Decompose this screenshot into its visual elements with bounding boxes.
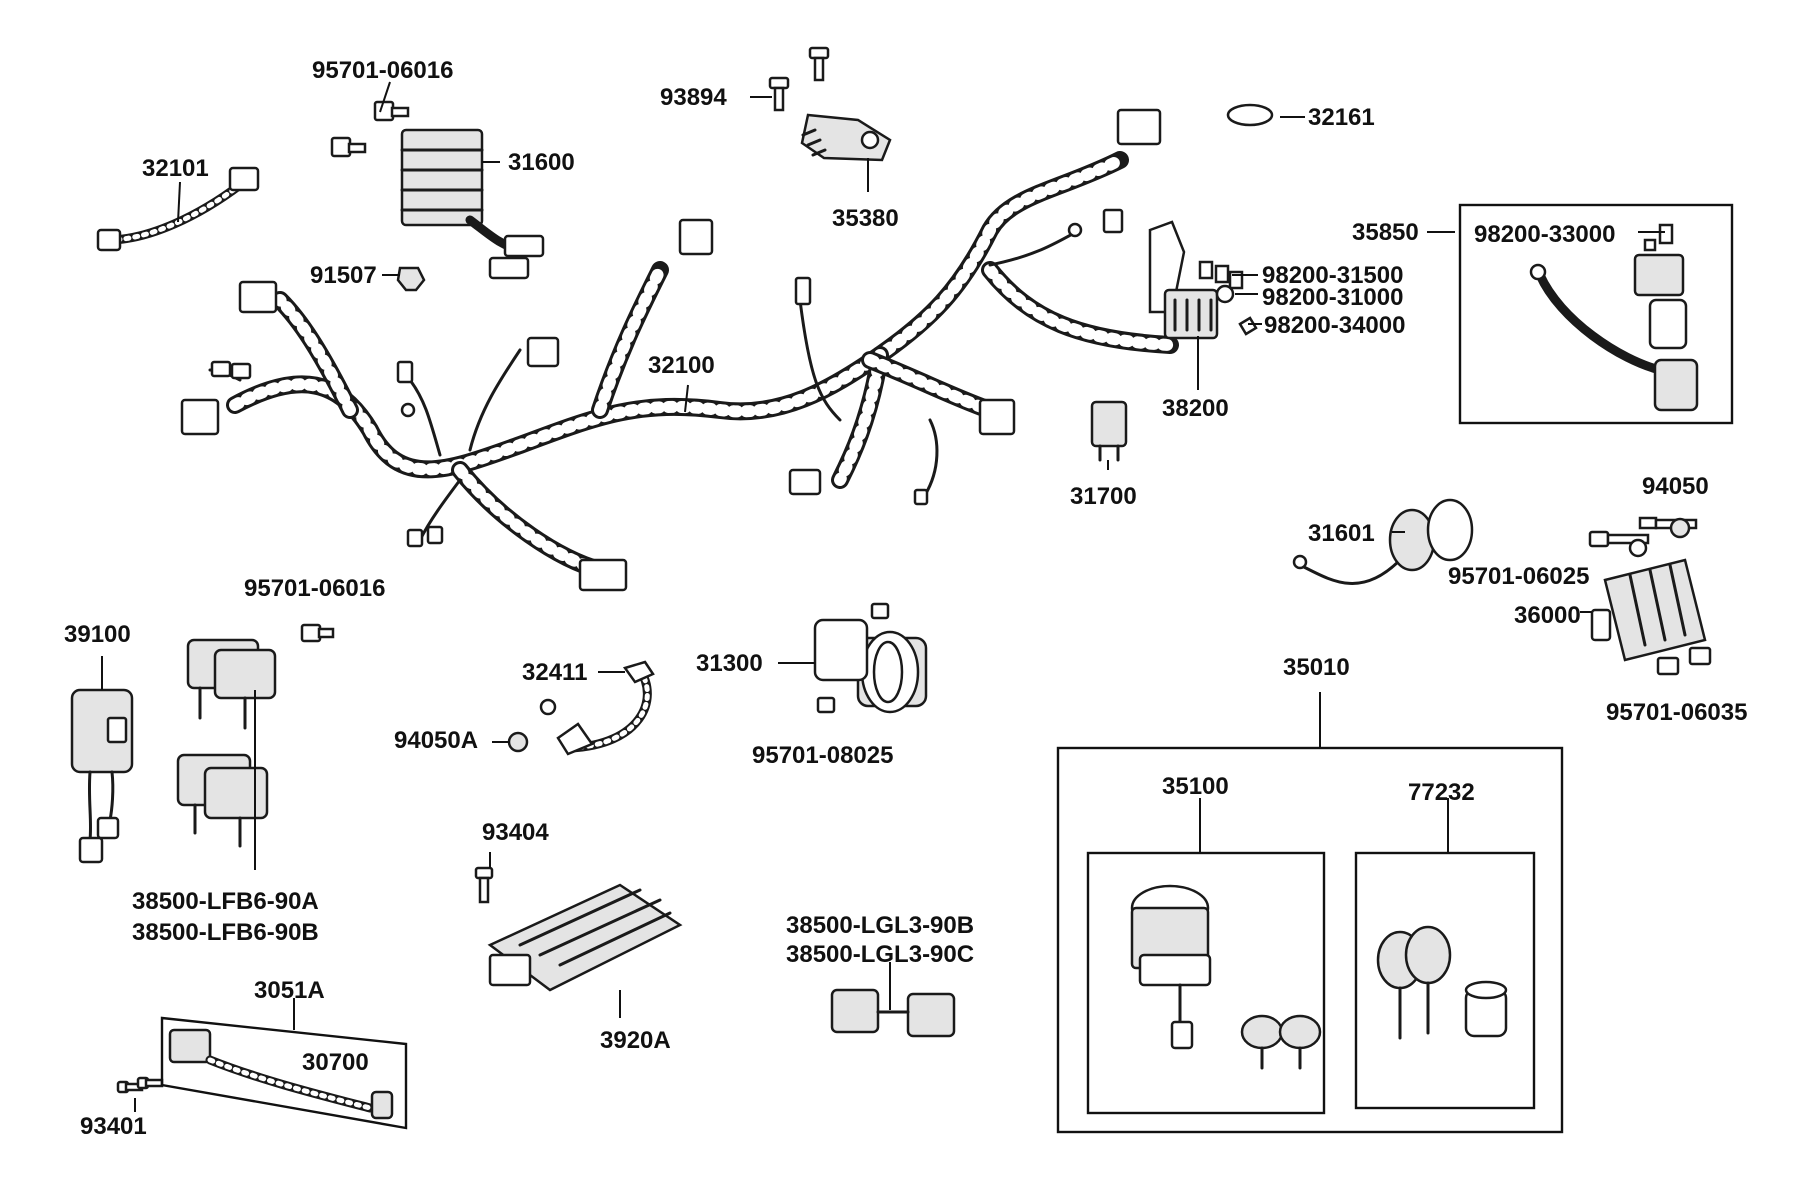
- sensor-30700: [168, 1028, 394, 1120]
- label-77232: 77232: [1408, 779, 1475, 806]
- starter-relay-35850: [1529, 223, 1699, 412]
- switch-31601: [1292, 498, 1474, 585]
- label-38500-LFB6-90B: 38500-LFB6-90B: [132, 919, 319, 946]
- regulator-31600: [400, 128, 545, 280]
- bolts-93401: [116, 1076, 164, 1094]
- fuses-98200: [1198, 260, 1258, 336]
- leader-lines: [101, 81, 1665, 1112]
- bolt-93894: [768, 46, 830, 112]
- label-3920A: 3920A: [600, 1027, 671, 1054]
- ecu-3920A: [474, 866, 683, 992]
- label-98200-33000: 98200-33000: [1474, 221, 1615, 248]
- bolt-95701-06016-top: [330, 100, 410, 158]
- label-31601: 31601: [1308, 520, 1375, 547]
- cable-32411: [539, 660, 655, 756]
- label-38500-LGL3-90C: 38500-LGL3-90C: [786, 941, 974, 968]
- label-35010: 35010: [1283, 654, 1350, 681]
- label-32100: 32100: [648, 352, 715, 379]
- label-94050: 94050: [1642, 473, 1709, 500]
- label-98200-34000: 98200-34000: [1264, 312, 1405, 339]
- label-35850: 35850: [1352, 219, 1419, 246]
- starter-motor-31300: [813, 602, 928, 714]
- key-set-77232: [1376, 925, 1508, 1040]
- label-30700: 30700: [302, 1049, 369, 1076]
- label-3051A: 3051A: [254, 977, 325, 1004]
- label-38500-LFB6-90A: 38500-LFB6-90A: [132, 888, 319, 915]
- label-32411: 32411: [522, 659, 587, 686]
- fuse-box-38200: [1148, 220, 1219, 340]
- sensor-35380: [800, 113, 892, 162]
- label-36000: 36000: [1514, 602, 1581, 629]
- relay-31700: [1090, 400, 1128, 462]
- label-38500-LGL3-90B: 38500-LGL3-90B: [786, 912, 974, 939]
- relays-38500-LFB6: [176, 638, 277, 848]
- relays-38500-LGL3: [830, 988, 956, 1038]
- label-35100: 35100: [1162, 773, 1229, 800]
- box-3051A: [160, 1016, 408, 1130]
- label-31700: 31700: [1070, 483, 1137, 510]
- ignition-switch-35100: [1130, 884, 1322, 1070]
- label-98200-31000: 98200-31000: [1262, 284, 1403, 311]
- label-32161: 32161: [1308, 104, 1375, 131]
- main-wiring-harness: [180, 108, 1179, 592]
- ring-32161: [1226, 103, 1274, 127]
- sensor-cable-32101: [96, 166, 260, 252]
- box-77232: [1354, 851, 1536, 1110]
- label-95701-06016-mid: 95701-06016: [244, 575, 385, 602]
- label-93894: 93894: [660, 84, 727, 111]
- box-35010: [1056, 746, 1564, 1134]
- label-95701-06035: 95701-06035: [1606, 699, 1747, 726]
- label-38200: 38200: [1162, 395, 1229, 422]
- nut-94050: [1669, 517, 1691, 539]
- label-93401: 93401: [80, 1113, 147, 1140]
- label-35380: 35380: [832, 205, 899, 232]
- label-32101: 32101: [142, 155, 209, 182]
- label-94050A: 94050A: [394, 727, 478, 754]
- unit-39100: [70, 688, 134, 864]
- bolt-95701-06016-mid: [300, 623, 335, 643]
- ecu-36000: [1588, 516, 1712, 676]
- label-31300: 31300: [696, 650, 763, 677]
- label-95701-06025: 95701-06025: [1448, 563, 1589, 590]
- label-39100: 39100: [64, 621, 131, 648]
- clip-91507: [396, 266, 426, 292]
- label-95701-08025: 95701-08025: [752, 742, 893, 769]
- label-93404: 93404: [482, 819, 549, 846]
- box-35100: [1086, 851, 1326, 1115]
- label-98200-31500: 98200-31500: [1262, 262, 1403, 289]
- part-labels: 95701-06016 93894 32161 32101 31600 3538…: [64, 57, 1747, 1140]
- label-31600: 31600: [508, 149, 575, 176]
- box-35850: [1458, 203, 1734, 425]
- kit-boxes: [160, 203, 1734, 1134]
- nut-94050A: [507, 731, 529, 753]
- label-95701-06016-top: 95701-06016: [312, 57, 453, 84]
- label-91507: 91507: [310, 262, 377, 289]
